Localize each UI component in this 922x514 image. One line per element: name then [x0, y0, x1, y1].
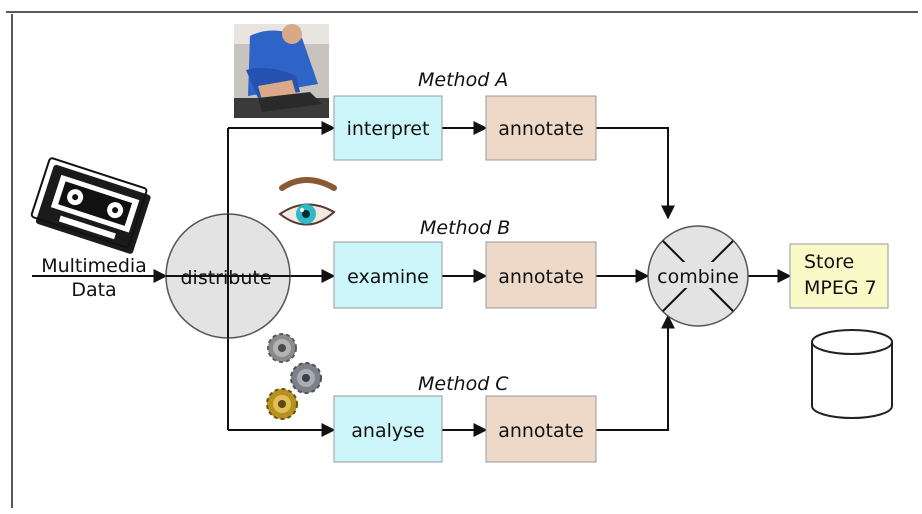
combine-label: combine	[657, 266, 739, 288]
input-label-line2: Data	[71, 279, 116, 301]
examine-label: examine	[347, 266, 429, 288]
distribute-label: distribute	[180, 267, 271, 289]
database-cylinder-icon	[811, 329, 893, 419]
eye-icon	[278, 177, 337, 226]
annotate-box-a	[485, 95, 597, 161]
gears-icon	[266, 333, 322, 420]
annotate-label-c: annotate	[498, 420, 584, 442]
interpret-box	[333, 95, 443, 161]
analyse-box	[333, 395, 443, 463]
interpret-label: interpret	[347, 118, 430, 140]
store-label-line2: MPEG 7	[804, 277, 877, 299]
annotate-label-b: annotate	[498, 266, 584, 288]
input-label-line1: Multimedia	[41, 255, 147, 277]
method-a-label: Method A	[418, 69, 508, 91]
videotape-icon	[30, 157, 151, 254]
arrow-a-to-combine	[596, 127, 675, 220]
method-b-label: Method B	[420, 217, 510, 239]
examine-box	[333, 241, 443, 309]
distribute-node	[165, 213, 291, 339]
analyse-label: analyse	[351, 420, 424, 442]
person-typing-photo	[234, 24, 329, 118]
combine-node	[647, 225, 749, 327]
arrow-c-to-combine	[596, 314, 675, 431]
method-c-label: Method C	[418, 373, 509, 395]
annotate-box-c	[485, 395, 597, 463]
annotate-label-a: annotate	[498, 118, 584, 140]
store-box	[789, 243, 889, 309]
store-label-line1: Store	[804, 251, 854, 273]
annotate-box-b	[485, 241, 597, 309]
